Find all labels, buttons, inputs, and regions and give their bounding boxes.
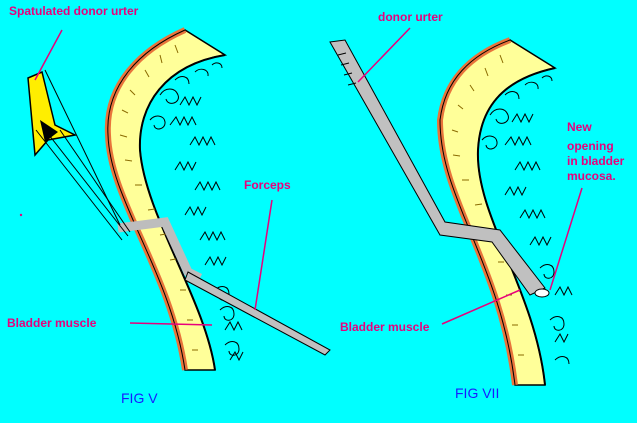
pointer-lines <box>34 27 583 326</box>
mucosal-folds-right <box>481 75 573 365</box>
label-new-opening-line1: New <box>567 120 592 134</box>
label-new-opening-line4: mucosa. <box>567 169 616 183</box>
label-bladder-muscle-right: Bladder muscle <box>340 320 430 334</box>
forceps <box>184 271 331 356</box>
figure-5 <box>19 27 331 371</box>
label-new-opening-line3: in bladder <box>567 154 625 168</box>
label-bladder-muscle-left: Bladder muscle <box>7 316 97 330</box>
label-spatulated-donor-ureter: Spatulated donor urter <box>9 4 139 18</box>
figure-7 <box>329 37 573 386</box>
stay-sutures <box>35 69 131 241</box>
mucosa-right <box>476 67 556 386</box>
mucosal-folds-left <box>149 62 244 362</box>
muscle-texture-left <box>119 44 198 351</box>
figure-label-vii: FIG VII <box>455 385 500 401</box>
bladder-wall-right <box>439 39 557 386</box>
donor-ureter <box>329 39 546 296</box>
figure-label-v: FIG V <box>121 390 158 406</box>
ureter-texture <box>337 52 357 86</box>
label-new-opening-line2: opening <box>567 139 614 153</box>
mucosa-left <box>138 54 226 371</box>
label-donor-ureter: donor urter <box>378 10 443 24</box>
label-forceps: Forceps <box>244 178 291 192</box>
new-opening <box>534 288 550 298</box>
